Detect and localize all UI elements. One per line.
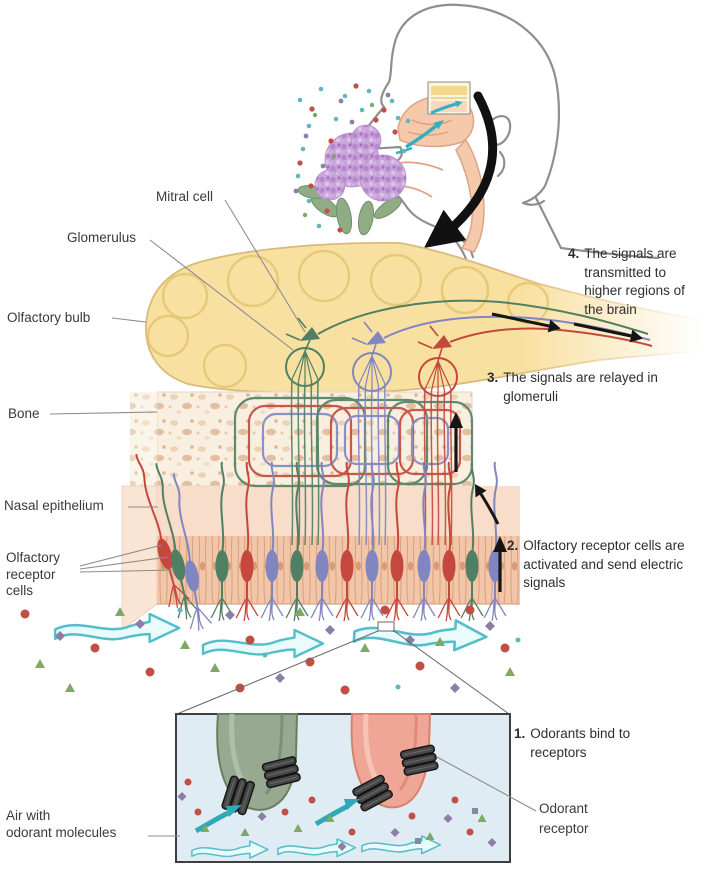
label-air-with-odorant-molecules: Air with odorant molecules (6, 808, 156, 841)
label-line: Air with (6, 808, 51, 823)
step-2-text: Olfactory receptor cells are activated a… (523, 538, 685, 590)
mitral-axon-green (317, 299, 649, 335)
label-bone: Bone (8, 406, 40, 421)
tract-arrows (491, 312, 643, 343)
label-nasal-epithelium: Nasal epithelium (4, 498, 104, 513)
leader-lines (49, 199, 537, 837)
lilac-flower (297, 124, 407, 236)
head-illustration (358, 3, 660, 264)
mitral-axon-red (449, 327, 653, 347)
step-4-text: The signals are transmitted to higher re… (584, 246, 685, 317)
odorant-molecules-air (20, 605, 521, 695)
glomeruli-background-circles (146, 249, 550, 389)
label-mitral-cell: Mitral cell (156, 189, 214, 204)
label-line: Olfactory (6, 550, 61, 565)
airflow-arrows (53, 612, 489, 659)
step-2-number: 2. (507, 538, 519, 553)
step-1: 1. Odorants bind to receptors (514, 725, 658, 762)
label-line: Odorant (539, 801, 588, 816)
glomerulus-blue (352, 352, 392, 392)
signal-direction-arrows (449, 412, 507, 592)
mitral-cell-red (417, 325, 653, 362)
label-glomerulus: Glomerulus (67, 230, 137, 245)
mitral-cell-green (285, 299, 649, 352)
glomerulus-red (418, 357, 458, 397)
bulb-highlight-box (427, 81, 471, 115)
step-1-text: Odorants bind to receptors (530, 726, 631, 760)
step-4: 4. The signals are transmitted to higher… (568, 245, 698, 319)
mitral-cells-and-glomeruli (285, 299, 653, 397)
magnifier-lines (176, 621, 510, 715)
label-odorant-receptor: Odorant receptor (539, 799, 629, 839)
step-3-number: 3. (487, 370, 499, 385)
downward-flow-arrow (424, 91, 498, 248)
label-line: cells (6, 583, 34, 598)
label-line: receptor (539, 821, 589, 836)
step-2: 2. Olfactory receptor cells are activate… (507, 537, 691, 593)
glomerulus-green (285, 347, 325, 387)
step-3-text: The signals are relayed in glomeruli (503, 370, 658, 404)
label-olfactory-bulb: Olfactory bulb (7, 310, 91, 325)
step-3: 3. The signals are relayed in glomeruli (487, 369, 668, 406)
label-line: odorant molecules (6, 824, 117, 840)
step-4-number: 4. (568, 246, 580, 261)
label-line: receptor (6, 566, 56, 582)
step-1-number: 1. (514, 726, 526, 741)
inset-airflow-arrows (191, 799, 442, 859)
inset-odorant-binding (175, 713, 511, 863)
odorant-molecules-inset (177, 778, 497, 851)
odorant-molecule-cloud (293, 83, 411, 233)
nasal-airway (397, 95, 485, 253)
label-olfactory-receptor-cells: Olfactory receptor cells (6, 550, 86, 600)
